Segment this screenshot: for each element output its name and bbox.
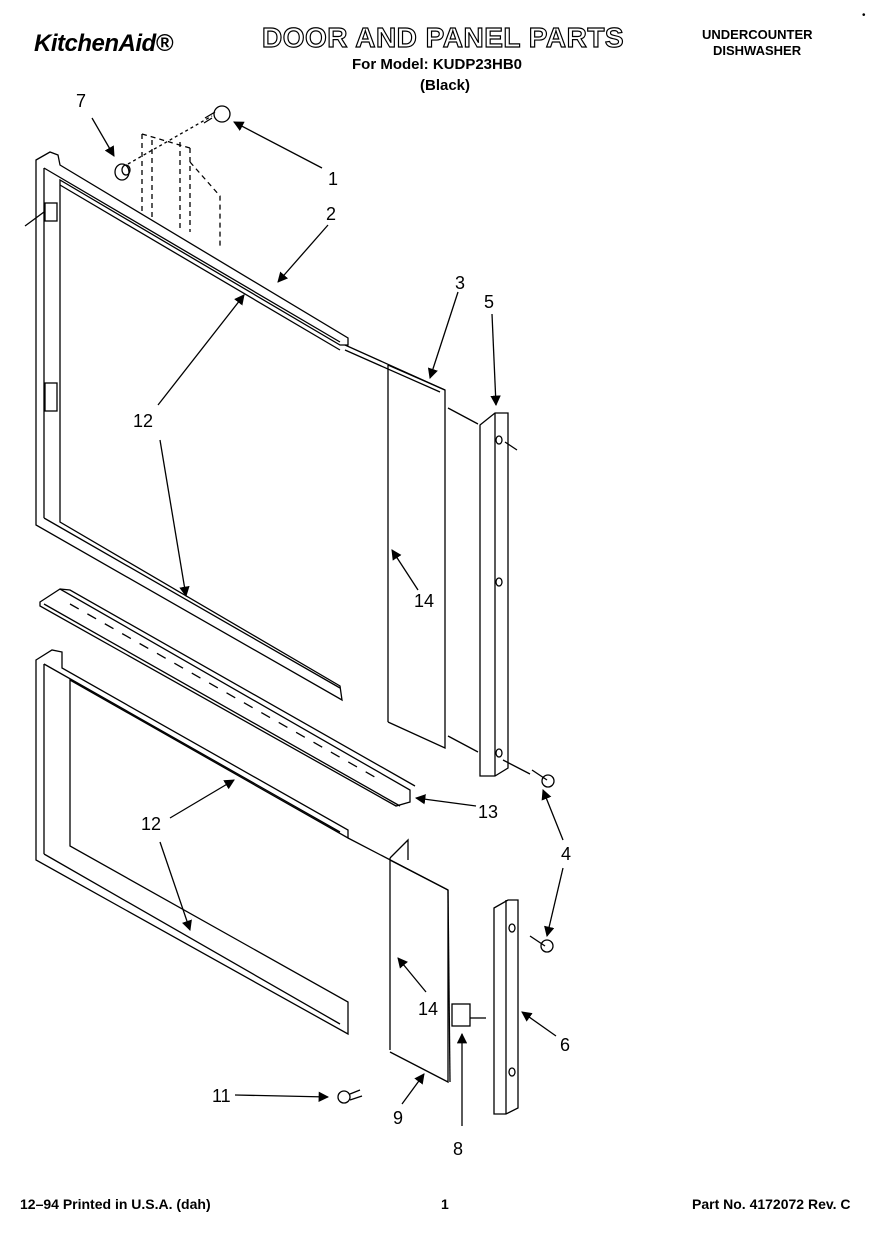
callout-7: 7 (76, 91, 86, 111)
toe-channel-part-13 (39, 588, 416, 807)
screw-part-11 (337, 1089, 363, 1104)
trim-strip-part-6 (493, 899, 519, 1115)
callout-1: 1 (328, 169, 338, 189)
callout-14-upper: 14 (414, 591, 434, 611)
callout-9: 9 (393, 1108, 403, 1128)
nut-part-7 (114, 163, 131, 181)
callout-14-lower: 14 (418, 999, 438, 1019)
callout-labels: 7 1 2 3 5 12 14 13 4 12 6 14 11 9 8 (76, 91, 571, 1159)
screw-part-1 (203, 105, 231, 124)
callout-4: 4 (561, 844, 571, 864)
screw-part-4-upper (531, 769, 555, 788)
hinge-bracket (141, 133, 221, 248)
callout-8: 8 (453, 1139, 463, 1159)
lower-door-frame (35, 649, 349, 1036)
kitchenaid-logo: KitchenAid® (34, 30, 173, 57)
trim-strip-part-5 (447, 407, 531, 777)
lower-inner-panel (389, 838, 409, 1050)
callout-12-upper: 12 (133, 411, 153, 431)
upper-outer-panel (344, 344, 446, 750)
latch-part-8 (451, 1003, 486, 1027)
page-number: 1 (441, 1196, 449, 1212)
screw-part-4-lower (529, 935, 554, 953)
callout-12-lower: 12 (141, 814, 161, 834)
callout-5: 5 (484, 292, 494, 312)
lower-outer-panel-part-9 (347, 837, 451, 1084)
upper-door-frame (24, 151, 349, 702)
callout-11: 11 (212, 1086, 231, 1106)
callout-6: 6 (560, 1035, 570, 1055)
callout-2: 2 (326, 204, 336, 224)
callout-3: 3 (455, 273, 465, 293)
parts-artwork (24, 105, 555, 1115)
model-line: For Model: KUDP23HB0 (352, 56, 523, 73)
category-line-2: DISHWASHER (713, 43, 802, 58)
print-info: 12–94 Printed in U.S.A. (dah) (20, 1196, 211, 1212)
upper-inner-panel (387, 365, 389, 722)
color-line: (Black) (420, 77, 471, 94)
corner-mark: • (862, 10, 866, 21)
page-title: DOOR AND PANEL PARTS (261, 21, 625, 53)
callout-13: 13 (478, 802, 498, 822)
callout-leaders (91, 117, 564, 1126)
part-number: Part No. 4172072 Rev. C (692, 1196, 851, 1212)
category-line-1: UNDERCOUNTER (702, 27, 813, 42)
